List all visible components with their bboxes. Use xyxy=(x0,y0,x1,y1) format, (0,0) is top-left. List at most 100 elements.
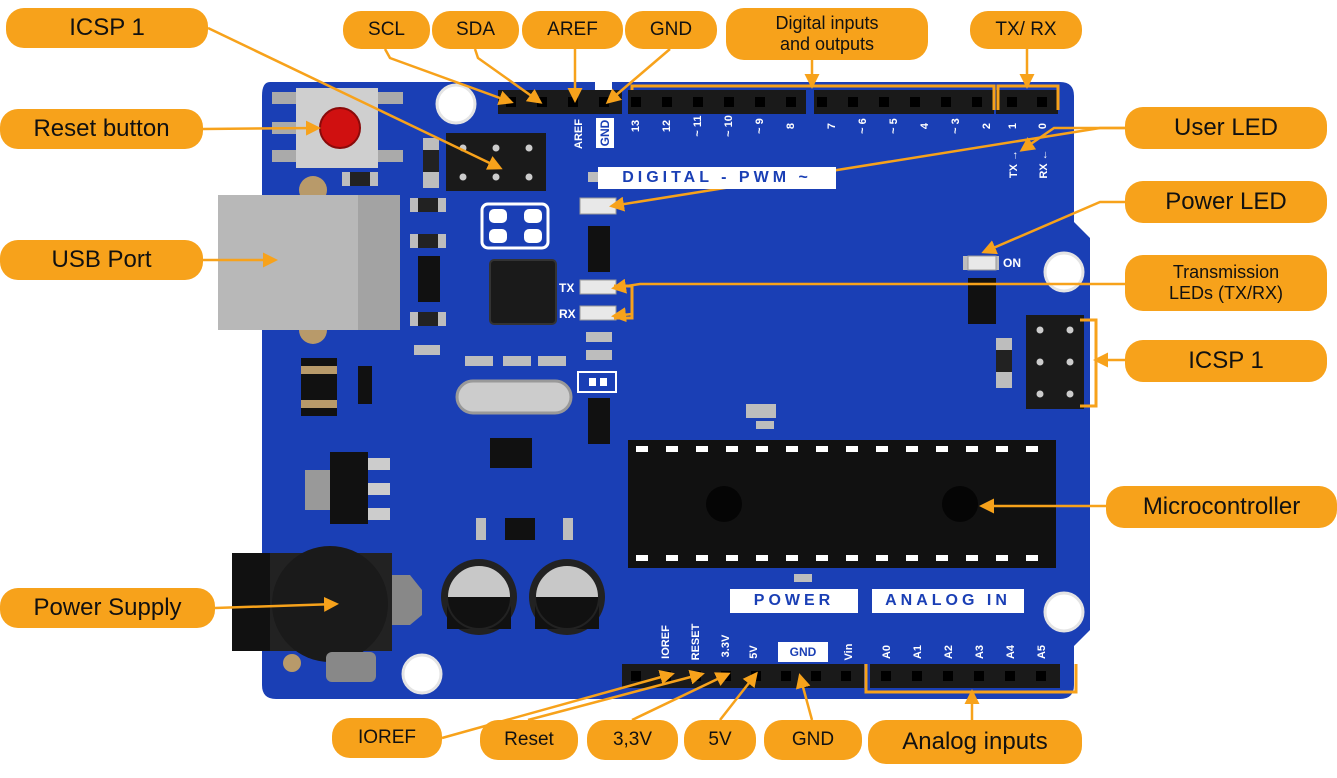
mcu-pin xyxy=(1026,446,1038,452)
mounting-hole xyxy=(435,83,477,125)
tx-led xyxy=(579,279,617,295)
header-pin xyxy=(1007,97,1017,107)
microcontroller-chip xyxy=(628,440,1056,568)
callout-reset-button: Reset button xyxy=(0,109,203,149)
aref-pin-label: AREF xyxy=(573,119,585,149)
mcu-pin xyxy=(816,555,828,561)
header-pin xyxy=(879,97,889,107)
mcu-pin xyxy=(726,446,738,452)
callout-arrow xyxy=(441,669,675,740)
callout-tx-rx: TX/ RX xyxy=(970,11,1082,49)
mcu-pin xyxy=(906,446,918,452)
icsp-header-right xyxy=(1026,315,1084,409)
header-pin xyxy=(693,97,703,107)
header-pin xyxy=(817,97,827,107)
callout-5v: 5V xyxy=(684,720,756,760)
power-silkscreen: POWER xyxy=(730,589,858,613)
callout-icsp1-right: ICSP 1 xyxy=(1125,340,1327,382)
vin-pin-label: Vin xyxy=(843,643,855,661)
digital-pin-label: 7 xyxy=(826,122,838,130)
gnd-bottom-pin-label: GND xyxy=(778,642,828,662)
mcu-pin xyxy=(876,555,888,561)
header-pin xyxy=(662,97,672,107)
digital-pin-label: 8 xyxy=(785,122,797,130)
callout-microcontroller: Microcontroller xyxy=(1106,486,1337,528)
mcu-pin xyxy=(1026,555,1038,561)
microcontroller-pins xyxy=(636,446,1038,561)
callout-reset: Reset xyxy=(480,720,578,760)
dc-power-jack xyxy=(232,546,422,682)
capacitor xyxy=(441,559,517,635)
usb-controller-chip xyxy=(489,259,557,325)
header-pin xyxy=(724,97,734,107)
header-pin xyxy=(972,97,982,107)
header-pin xyxy=(848,97,858,107)
mcu-pin xyxy=(936,555,948,561)
tx-arrow-label: TX → xyxy=(1008,149,1020,179)
header-txrx xyxy=(996,90,1058,114)
digital-pin-label: 13 xyxy=(630,119,642,133)
callout-arrow xyxy=(605,48,671,104)
digital-pin-label: ~ 9 xyxy=(754,118,766,134)
mcu-pin xyxy=(636,555,648,561)
header-pin xyxy=(881,671,891,681)
digital-pwm-silkscreen: DIGITAL - PWM ~ xyxy=(598,167,836,189)
callout-arrow xyxy=(214,596,339,612)
header-pin xyxy=(811,671,821,681)
analog-pin-label: A4 xyxy=(1005,644,1017,660)
mcu-pin xyxy=(966,446,978,452)
callout-arrow xyxy=(719,671,758,721)
callout-sda: SDA xyxy=(432,11,519,49)
callout-icsp1-top: ICSP 1 xyxy=(6,8,208,48)
callout-aref: AREF xyxy=(522,11,623,49)
callout-gnd-top: GND xyxy=(625,11,717,49)
mcu-pin xyxy=(666,555,678,561)
mcu-pin xyxy=(846,555,858,561)
header-pin xyxy=(631,671,641,681)
mcu-pin xyxy=(786,446,798,452)
mcu-pin xyxy=(786,555,798,561)
header-digital-low xyxy=(814,90,994,114)
callout-arrow xyxy=(527,669,705,722)
callout-transmission-leds: Transmission LEDs (TX/RX) xyxy=(1125,255,1327,311)
white-jumper xyxy=(577,371,617,393)
mounting-hole xyxy=(1043,591,1085,633)
power-led xyxy=(967,255,997,271)
digital-pin-label: ~ 3 xyxy=(950,118,962,134)
header-pin xyxy=(912,671,922,681)
callout-ioref: IOREF xyxy=(332,718,442,758)
mcu-pin xyxy=(966,555,978,561)
mcu-pin xyxy=(696,555,708,561)
callout-analog-inputs: Analog inputs xyxy=(868,720,1082,764)
digital-pin-label: 4 xyxy=(919,122,931,130)
mcu-pin xyxy=(816,446,828,452)
voltage-regulator xyxy=(305,452,390,524)
jumper-pads xyxy=(480,202,550,250)
crystal-oscillator xyxy=(455,379,573,415)
header-pin xyxy=(1037,97,1047,107)
callout-digital-io: Digital inputs and outputs xyxy=(726,8,928,60)
header-digital-high xyxy=(628,90,806,114)
mcu-pin xyxy=(666,446,678,452)
usb-port xyxy=(218,176,400,344)
digital-pin-label: 2 xyxy=(981,122,993,130)
header-pin xyxy=(755,97,765,107)
rx-led-label: RX xyxy=(559,307,576,321)
analog-pin-label: A5 xyxy=(1036,644,1048,660)
mcu-pin xyxy=(936,446,948,452)
mcu-pin xyxy=(906,555,918,561)
mcu-pin xyxy=(996,446,1008,452)
callout-arrows xyxy=(202,26,1125,740)
header-pin xyxy=(599,97,609,107)
mounting-hole xyxy=(401,653,443,695)
header-pin xyxy=(1036,671,1046,681)
capacitor xyxy=(529,559,605,635)
mcu-pin xyxy=(996,555,1008,561)
callout-3v3: 3,3V xyxy=(587,720,678,760)
digital-pin-label: 12 xyxy=(661,119,673,133)
ioref-pin-label: IOREF xyxy=(660,625,672,659)
callout-arrow xyxy=(981,200,1125,255)
analog-pin-label: A2 xyxy=(943,644,955,660)
analog-pin-label: A3 xyxy=(974,644,986,660)
